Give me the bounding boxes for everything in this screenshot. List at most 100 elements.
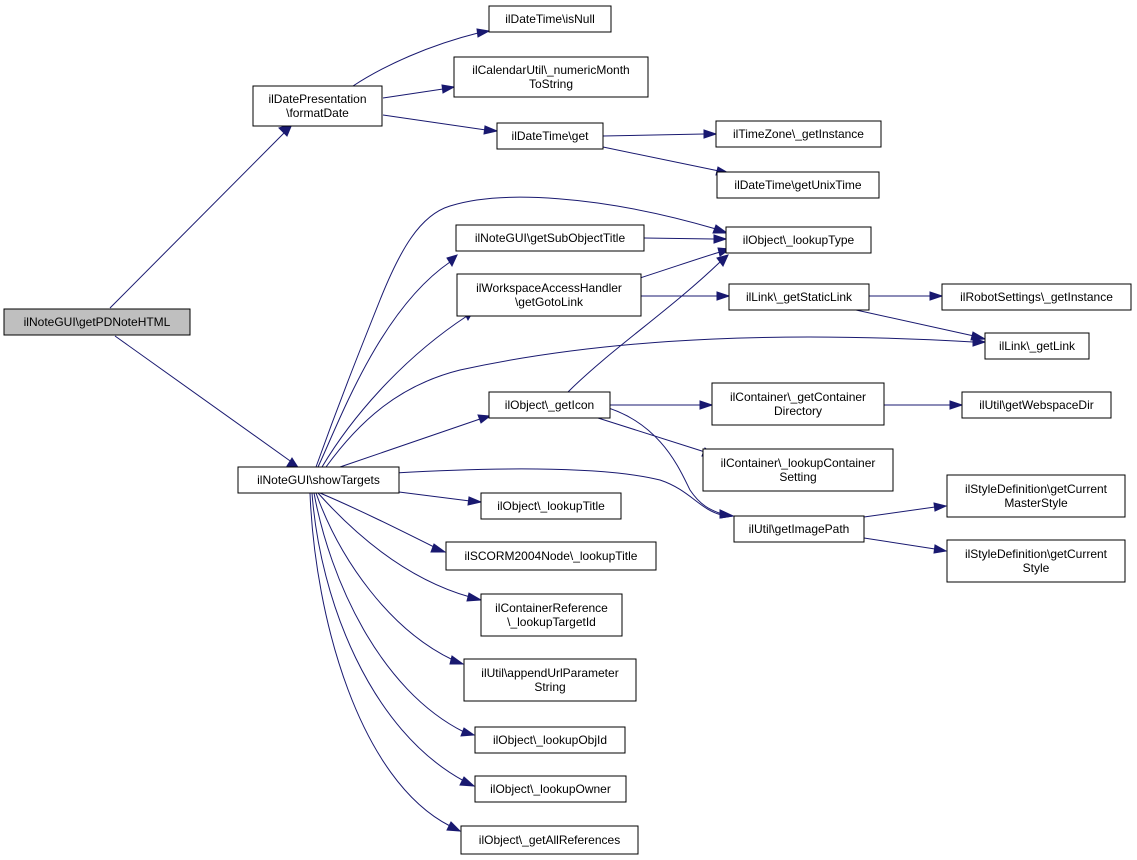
- node-lookup-type[interactable]: ilObject\_lookupType: [725, 226, 872, 254]
- node-label: \getGotoLink: [515, 295, 584, 309]
- call-edge: [109, 131, 286, 309]
- arrowhead: [929, 291, 944, 301]
- node-box: [702, 448, 894, 492]
- call-edge: [319, 492, 437, 549]
- node-is-null[interactable]: ilDateTime\isNull: [488, 5, 612, 33]
- arrowhead: [699, 400, 714, 410]
- node-get-image-path[interactable]: ilUtil\getImagePath: [733, 515, 865, 543]
- node-format-date[interactable]: ilDatePresentation\formatDate: [252, 85, 383, 127]
- call-edge: [339, 418, 481, 468]
- arrowhead: [466, 592, 483, 602]
- call-edge: [567, 261, 721, 393]
- call-edge: [643, 237, 715, 240]
- nodes: ilNoteGUI\getPDNoteHTML ilDatePresentatio…: [3, 5, 1132, 855]
- call-edge: [325, 336, 974, 468]
- call-edge: [639, 251, 721, 279]
- node-get-all-references[interactable]: ilObject\_getAllReferences: [460, 825, 639, 855]
- arrowhead: [430, 543, 447, 553]
- call-edge: [394, 468, 723, 516]
- node-label: ilLink\_getStaticLink: [746, 290, 853, 304]
- node-dt-get[interactable]: ilDateTime\get: [496, 122, 604, 150]
- node-get-goto-link[interactable]: ilWorkspaceAccessHandler\getGotoLink: [456, 273, 642, 317]
- node-get-link[interactable]: ilLink\_getLink: [984, 332, 1090, 360]
- edges: [109, 28, 987, 832]
- node-label: ilWorkspaceAccessHandler: [476, 281, 622, 295]
- node-show-targets[interactable]: ilNoteGUI\showTargets: [237, 466, 400, 494]
- arrowhead: [483, 125, 499, 135]
- call-edge: [311, 492, 465, 782]
- node-label: ilTimeZone\_getInstance: [733, 127, 864, 141]
- node-label: \_lookupTargetId: [507, 615, 596, 629]
- node-label: ilUtil\getWebspaceDir: [979, 398, 1094, 412]
- node-label: ilNoteGUI\getSubObjectTitle: [475, 231, 626, 245]
- node-lookup-owner[interactable]: ilObject\_lookupOwner: [474, 775, 627, 803]
- arrowhead: [446, 821, 462, 832]
- node-box: [455, 224, 645, 252]
- arrowhead: [972, 337, 987, 347]
- node-label: ilDateTime\isNull: [505, 12, 595, 26]
- arrowhead: [949, 400, 964, 410]
- node-box: [463, 658, 637, 702]
- node-lookup-target-id[interactable]: ilContainerReference\_lookupTargetId: [480, 593, 623, 637]
- call-edge: [382, 114, 487, 131]
- node-box: [728, 283, 870, 311]
- node-box: [496, 122, 604, 150]
- node-lookup-title[interactable]: ilObject\_lookupTitle: [480, 492, 622, 520]
- arrowhead: [446, 254, 458, 268]
- node-box: [711, 382, 885, 426]
- node-label: Style: [1023, 561, 1050, 575]
- call-edge: [863, 506, 936, 518]
- node-label: ilObject\_lookupTitle: [497, 499, 605, 513]
- node-label: ilStyleDefinition\getCurrent: [965, 547, 1108, 561]
- arrowhead: [477, 414, 492, 424]
- node-label: ilObject\_lookupObjId: [493, 733, 607, 747]
- node-label: ilNoteGUI\showTargets: [257, 473, 380, 487]
- arrowhead: [467, 496, 483, 506]
- node-box: [3, 308, 191, 336]
- node-label: ilDateTime\get: [512, 129, 590, 143]
- node-label: String: [534, 680, 565, 694]
- node-box: [488, 5, 612, 33]
- node-box: [488, 391, 611, 419]
- arrowhead: [716, 254, 729, 267]
- node-get-unix-time[interactable]: ilDateTime\getUnixTime: [716, 171, 880, 199]
- call-edge: [597, 417, 706, 453]
- node-tz-get-instance[interactable]: ilTimeZone\_getInstance: [715, 120, 882, 148]
- node-robot-get-instance[interactable]: ilRobotSettings\_getInstance: [941, 283, 1132, 311]
- node-label: ilObject\_getAllReferences: [479, 833, 620, 847]
- arrowhead: [441, 84, 456, 94]
- arrowhead: [476, 28, 491, 38]
- node-box: [716, 171, 880, 199]
- node-label: ilUtil\appendUrlParameter: [481, 666, 618, 680]
- call-edge: [317, 261, 451, 468]
- node-box: [946, 474, 1126, 518]
- node-label: ilContainerReference: [495, 601, 608, 615]
- node-box: [474, 726, 626, 754]
- node-get-webspace-dir[interactable]: ilUtil\getWebspaceDir: [961, 391, 1112, 419]
- node-lookup-obj-id[interactable]: ilObject\_lookupObjId: [474, 726, 626, 754]
- arrowhead: [933, 544, 948, 554]
- node-label: MasterStyle: [1004, 496, 1068, 510]
- arrowhead: [449, 655, 465, 665]
- node-get-icon[interactable]: ilObject\_getIcon: [488, 391, 611, 419]
- call-edge: [863, 537, 936, 550]
- node-box: [480, 593, 623, 637]
- arrowhead: [716, 291, 731, 301]
- node-get-static-link[interactable]: ilLink\_getStaticLink: [728, 283, 870, 311]
- node-scorm-lookup-title[interactable]: ilSCORM2004Node\_lookupTitle: [445, 541, 657, 571]
- node-get-p-d-note-h-t-m-l[interactable]: ilNoteGUI\getPDNoteHTML: [3, 308, 191, 336]
- node-label: ilContainer\_lookupContainer: [721, 456, 876, 470]
- node-label: ilObject\_getIcon: [505, 398, 594, 412]
- call-edge: [317, 492, 471, 598]
- node-box: [715, 120, 882, 148]
- node-label: ilContainer\_getContainer: [730, 390, 866, 404]
- arrowhead: [712, 224, 729, 234]
- node-get-sub-object-title[interactable]: ilNoteGUI\getSubObjectTitle: [455, 224, 645, 252]
